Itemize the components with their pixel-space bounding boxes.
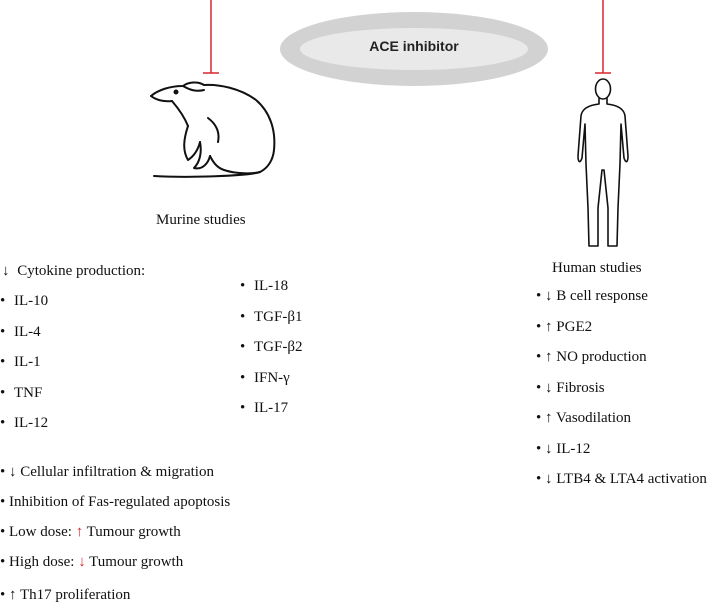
down-arrow-icon: ↓ (545, 440, 557, 457)
cytokine-heading-text: Cytokine production: (17, 263, 146, 279)
bullet-icon: • (0, 323, 6, 340)
bullet-icon: • (240, 369, 246, 386)
cytokine-col1-label: IL-10 (14, 293, 49, 309)
cytokine-heading: ↓ Cytokine production: (2, 262, 145, 280)
ace-inhibitor-node: ACE inhibitor (278, 10, 550, 88)
human-effect-item: • ↓ IL-12 (536, 440, 590, 458)
bullet-icon: • (536, 410, 546, 426)
effect-label: PGE2 (556, 318, 593, 335)
bullet-icon: • (0, 293, 6, 309)
human-effect-item: • ↓ B cell response (536, 287, 648, 305)
cytokine-col2-item: • IFN-γ (240, 369, 290, 387)
up-arrow-icon: ↑ (9, 587, 20, 603)
effect-prefix: Low dose: (9, 524, 76, 540)
human-effect-item: • ↓ Fibrosis (536, 379, 605, 397)
human-figure-icon (577, 78, 629, 247)
effect-label: LTB4 & LTA4 activation (556, 471, 707, 487)
cytokine-col2-label: IL-17 (254, 400, 289, 416)
bullet-icon: • (240, 308, 246, 325)
bullet-icon: • (0, 464, 6, 480)
cytokine-col1-label: IL-4 (14, 323, 41, 340)
down-arrow-icon: ↓ (545, 471, 557, 487)
up-arrow-icon: ↑ (545, 349, 557, 365)
bullet-icon: • (0, 384, 6, 401)
cytokine-col2-item: • TGF-β1 (240, 308, 302, 326)
down-arrow-icon: ↓ (545, 288, 557, 304)
effect-label: NO production (556, 349, 647, 365)
effect-label: B cell response (556, 288, 648, 304)
bullet-icon: • (536, 349, 546, 365)
cytokine-col2-item: • IL-18 (240, 277, 288, 295)
human-effect-item: • ↓ LTB4 & LTA4 activation (536, 470, 707, 488)
effect-label: Inhibition of Fas-regulated apoptosis (9, 494, 231, 510)
human-effect-item: • ↑ PGE2 (536, 318, 592, 336)
effect-label: IL-12 (556, 440, 591, 457)
down-arrow-icon: ↓ (545, 379, 557, 396)
cytokine-col1-label: TNF (14, 384, 43, 401)
effect-label: Th17 proliferation (20, 587, 131, 603)
murine-effect-item: • High dose: ↓ Tumour growth (0, 553, 183, 571)
cytokine-col2-label: IFN-γ (254, 369, 290, 386)
bullet-icon: • (240, 278, 246, 294)
cytokine-col1-label: IL-1 (14, 354, 41, 370)
murine-effect-item: • ↑ Th17 proliferation (0, 586, 130, 604)
human-inhibition-line (595, 0, 611, 74)
human-caption: Human studies (552, 260, 642, 276)
murine-effect-item: • Inhibition of Fas-regulated apoptosis (0, 493, 230, 511)
ace-inhibitor-label: ACE inhibitor (369, 38, 459, 54)
cytokine-col2-item: • TGF-β2 (240, 338, 302, 356)
cytokine-col1-item: • IL-1 (0, 353, 41, 371)
up-arrow-icon: ↑ (545, 318, 557, 335)
down-arrow-icon: ↓ (9, 464, 21, 480)
down-arrow-icon: ↓ (78, 554, 90, 570)
murine-effect-item: • ↓ Cellular infiltration & migration (0, 463, 214, 481)
effect-label: Cellular infiltration & migration (20, 464, 214, 480)
effect-label: Fibrosis (556, 379, 605, 396)
bullet-icon: • (240, 400, 246, 416)
up-arrow-icon: ↑ (545, 410, 556, 426)
bullet-icon: • (536, 288, 546, 304)
bullet-icon: • (0, 524, 6, 540)
bullet-icon: • (240, 339, 246, 355)
cytokine-col1-item: • IL-12 (0, 414, 48, 432)
bullet-icon: • (0, 587, 6, 603)
up-arrow-icon: ↑ (75, 524, 87, 540)
cytokine-col2-label: IL-18 (254, 278, 289, 294)
bullet-icon: • (0, 554, 6, 570)
cytokine-col1-item: • IL-10 (0, 292, 48, 310)
human-effect-item: • ↑ NO production (536, 348, 647, 366)
bullet-icon: • (536, 379, 546, 396)
cytokine-col2-label: TGF-β1 (254, 308, 303, 325)
cytokine-col2-label: TGF-β2 (254, 339, 303, 355)
bullet-icon: • (0, 415, 6, 431)
effect-prefix: High dose: (9, 554, 79, 570)
cytokine-down-arrow: ↓ (2, 263, 10, 279)
bullet-icon: • (0, 354, 6, 370)
human-effect-item: • ↑ Vasodilation (536, 409, 631, 427)
effect-label: Vasodilation (556, 410, 631, 426)
cytokine-col1-item: • TNF (0, 384, 42, 402)
cytokine-col1-item: • IL-4 (0, 323, 41, 341)
murine-inhibition-line (203, 0, 219, 74)
mouse-icon (150, 81, 276, 178)
inhibition-lines (203, 0, 611, 74)
bullet-icon: • (0, 494, 6, 510)
murine-effect-item: • Low dose: ↑ Tumour growth (0, 523, 181, 541)
murine-caption: Murine studies (156, 212, 246, 228)
bullet-icon: • (536, 471, 546, 487)
effect-label: Tumour growth (89, 554, 184, 570)
bullet-icon: • (536, 440, 546, 457)
cytokine-col2-item: • IL-17 (240, 399, 288, 417)
cytokine-col1-label: IL-12 (14, 415, 49, 431)
ace-ellipse-shape (280, 12, 548, 86)
bullet-icon: • (536, 318, 546, 335)
effect-label: Tumour growth (86, 524, 181, 540)
